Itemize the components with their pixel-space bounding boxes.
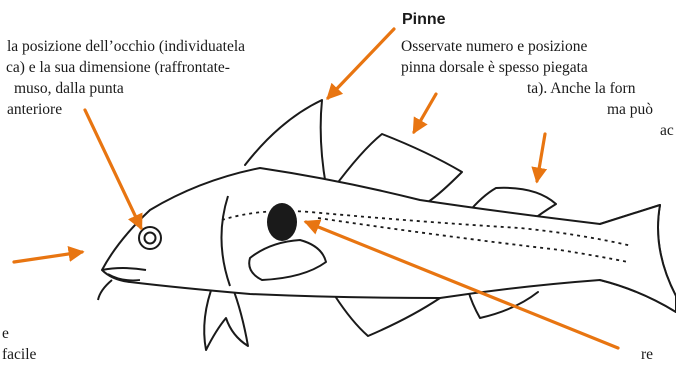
fish-eye-inner [145, 233, 156, 244]
barbel [98, 280, 112, 300]
second-anal-fin [468, 290, 538, 318]
lateral-spot [267, 203, 297, 241]
arrow-to-second-dorsal [414, 94, 436, 132]
first-anal-fin [335, 296, 440, 336]
arrow-to-first-dorsal [328, 29, 394, 98]
arrow-to-third-dorsal [537, 134, 545, 181]
arrow-to-eye [85, 110, 141, 228]
arrow-to-mouth [14, 252, 82, 262]
